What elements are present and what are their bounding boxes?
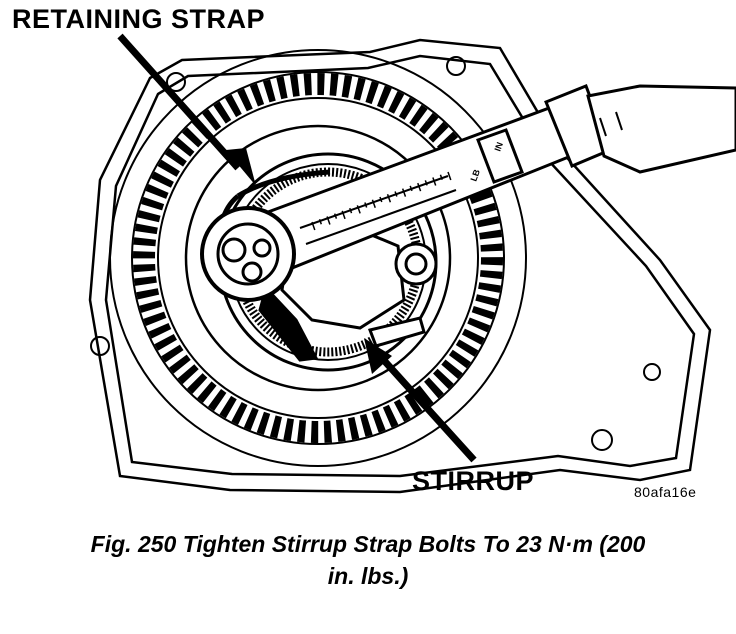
label-stirrup: STIRRUP — [412, 466, 535, 496]
scale-tick — [318, 218, 323, 225]
wrench-unit-label: LB — [468, 168, 482, 183]
scale-tick — [417, 182, 422, 192]
torque-wrench — [200, 84, 736, 302]
leader-arrow-stirrup — [364, 338, 477, 463]
scale-tick — [356, 205, 361, 214]
technical-illustration: LB IN — [88, 33, 736, 494]
leader-arrow-retaining-strap — [117, 33, 256, 186]
ring-gear — [109, 49, 527, 467]
label-retaining-strap: RETAINING STRAP — [12, 4, 266, 34]
housing-bolt-holes — [90, 56, 661, 451]
scale-tick — [439, 174, 443, 181]
adjuster-nut — [394, 242, 438, 286]
scale-tick — [379, 196, 383, 203]
scale-tick — [341, 210, 346, 220]
housing-plate — [88, 38, 712, 494]
scale-tick — [394, 191, 398, 197]
scale-tick — [311, 221, 316, 231]
caption-line-2: in. lbs.) — [327, 563, 409, 589]
scale-tick — [409, 185, 413, 192]
scale-tick — [349, 207, 353, 214]
wrench-scale-ticks — [311, 171, 452, 231]
scale-tick — [364, 202, 368, 208]
scale-tick — [326, 216, 331, 225]
scale-tick — [447, 171, 452, 181]
scale-tick — [424, 180, 428, 186]
figure-caption: Fig. 250 Tighten Stirrup Strap Bolts To … — [0, 528, 736, 592]
scale-tick — [401, 188, 407, 197]
wrench-secondary-label: IN — [492, 141, 504, 153]
scale-tick — [386, 193, 392, 203]
scale-tick — [432, 177, 437, 186]
figure-code: 80afa16e — [634, 484, 697, 500]
caption-line-1: Fig. 250 Tighten Stirrup Strap Bolts To … — [90, 531, 646, 557]
scale-tick — [333, 213, 338, 219]
scale-tick — [371, 199, 376, 209]
